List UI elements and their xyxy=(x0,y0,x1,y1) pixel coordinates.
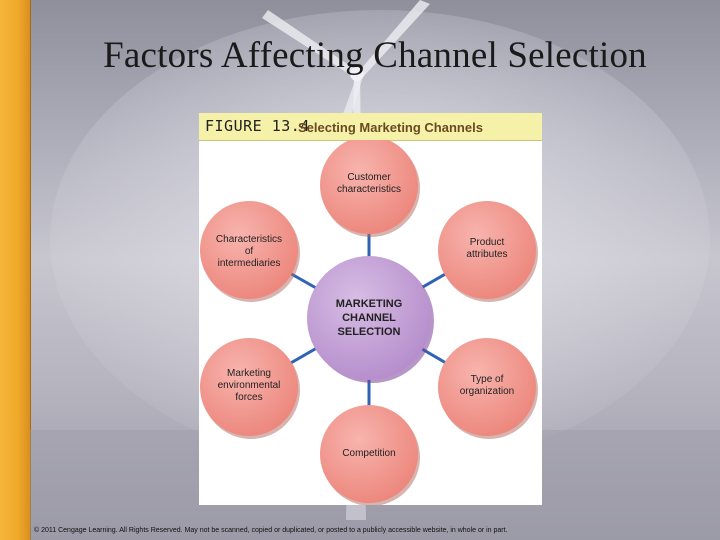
node-environment-line-2: environmental xyxy=(217,380,281,391)
node-customer-line-1: Customer xyxy=(347,172,391,183)
center-circle xyxy=(307,256,431,380)
center-line-3: SELECTION xyxy=(337,326,401,338)
node-organization-label: Type of organization xyxy=(437,374,537,398)
center-line-1: MARKETING xyxy=(335,298,403,310)
node-customer-circle xyxy=(320,140,418,234)
node-environment-line-3: forces xyxy=(235,392,263,403)
left-accent-bar xyxy=(0,0,31,540)
node-organization-line-2: organization xyxy=(459,386,515,397)
node-organization-circle xyxy=(438,338,536,436)
node-intermediaries-line-1: Characteristics xyxy=(215,234,283,245)
node-customer-label: Customer characteristics xyxy=(319,172,419,196)
node-product-line-1: Product xyxy=(469,237,505,248)
figure-number: FIGURE 13.4 xyxy=(205,117,310,135)
figure-header: FIGURE 13.4 Selecting Marketing Channels xyxy=(199,113,542,141)
node-competition-label: Competition xyxy=(319,448,419,460)
node-product-circle xyxy=(438,201,536,299)
node-environment-circle xyxy=(200,338,298,436)
node-organization-line-1: Type of xyxy=(470,374,504,385)
node-competition-circle xyxy=(320,405,418,503)
node-environment-label: Marketing environmental forces xyxy=(199,368,299,404)
figure-caption: Selecting Marketing Channels xyxy=(298,120,483,135)
node-customer-line-2: characteristics xyxy=(337,184,401,195)
node-intermediaries-line-3: intermediaries xyxy=(217,258,281,269)
node-product-line-2: attributes xyxy=(466,249,508,260)
copyright-footer: © 2011 Cengage Learning. All Rights Rese… xyxy=(34,527,508,534)
node-intermediaries-label: Characteristics of intermediaries xyxy=(199,234,299,270)
diagram-graphics xyxy=(200,140,538,505)
figure-panel: FIGURE 13.4 Selecting Marketing Channels xyxy=(199,113,542,505)
node-intermediaries-circle xyxy=(200,201,298,299)
center-label: MARKETING CHANNEL SELECTION xyxy=(319,297,419,339)
node-intermediaries-line-2: of xyxy=(244,246,254,257)
node-environment-line-1: Marketing xyxy=(227,368,271,379)
node-competition-line-1: Competition xyxy=(342,448,396,459)
node-product-label: Product attributes xyxy=(437,237,537,261)
slide-title: Factors Affecting Channel Selection xyxy=(103,35,647,76)
center-line-2: CHANNEL xyxy=(342,312,396,324)
channel-selection-diagram: MARKETING CHANNEL SELECTION Customer cha… xyxy=(199,140,542,505)
